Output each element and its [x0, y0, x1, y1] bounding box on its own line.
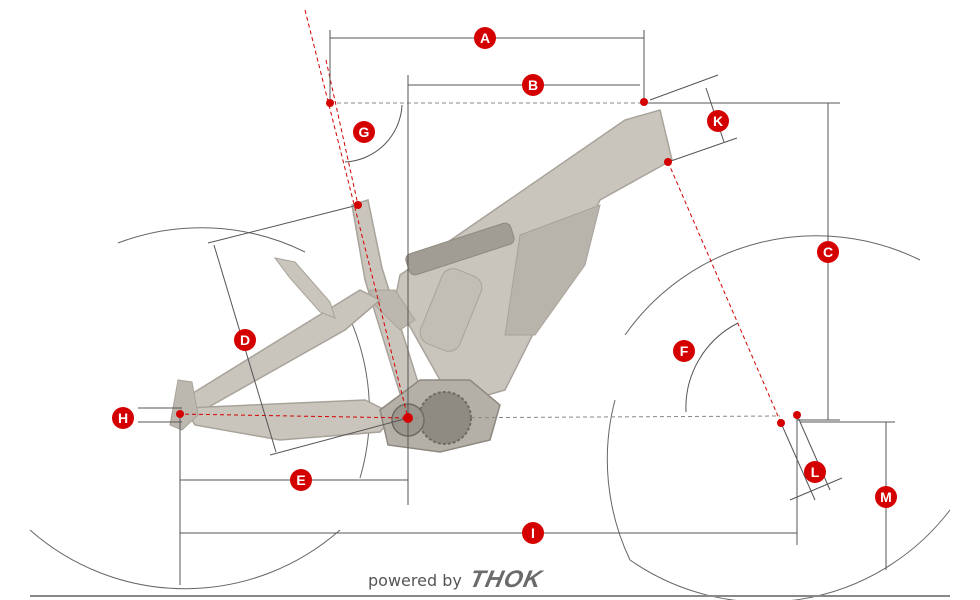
marker-k: K: [707, 110, 729, 132]
marker-g: G: [353, 121, 375, 143]
point-bottom-bracket: [403, 413, 413, 423]
reference-points: [176, 98, 801, 427]
marker-d: D: [234, 329, 256, 351]
powered-by-text: powered by: [368, 570, 462, 590]
svg-text:H: H: [118, 410, 128, 426]
chain-stay: [183, 399, 397, 441]
rear-fender-strut: [273, 257, 336, 319]
svg-text:L: L: [811, 464, 820, 480]
seat-angle-line: [304, 9, 409, 419]
water-bottle: [419, 268, 483, 352]
point-head-top: [640, 98, 648, 106]
seat-angle-line-2: [325, 59, 359, 206]
bike-frame: [169, 109, 673, 453]
dim-d-ext-bottom: [269, 417, 409, 456]
dim-d-ext-top: [207, 204, 359, 244]
bb-horizontal-line: [407, 415, 781, 419]
point-seat-top: [326, 99, 334, 107]
reference-lines: [330, 102, 781, 419]
dim-k-ext-top: [649, 74, 719, 101]
marker-e: E: [290, 469, 312, 491]
point-front-axle: [793, 411, 801, 419]
markers: A B C D E F G H: [112, 27, 897, 544]
point-rear-axle: [176, 410, 184, 418]
rear-dropout: [169, 379, 199, 431]
marker-b: B: [522, 74, 544, 96]
svg-text:A: A: [480, 30, 490, 46]
point-seat-clamp: [354, 201, 362, 209]
construction-lines: [177, 9, 782, 424]
marker-c: C: [817, 241, 839, 263]
dim-f-arc: [685, 322, 739, 413]
footer-branding: powered by THOK: [368, 566, 545, 594]
fork-line: [667, 161, 782, 424]
dim-l-ext-1: [780, 422, 816, 501]
marker-h: H: [112, 407, 134, 429]
dim-l-line: [789, 477, 843, 501]
dim-k-ext-bottom: [667, 137, 738, 163]
chainstay-line: [177, 413, 409, 419]
svg-text:I: I: [531, 525, 535, 541]
marker-i: I: [522, 522, 544, 544]
svg-text:B: B: [528, 77, 538, 93]
svg-text:G: G: [359, 124, 370, 140]
front-wheel-outline: [606, 235, 951, 600]
svg-text:M: M: [880, 489, 892, 505]
svg-text:D: D: [240, 332, 250, 348]
point-head-bottom: [664, 158, 672, 166]
point-fork-axis: [777, 419, 785, 427]
svg-text:F: F: [680, 343, 689, 359]
rear-wheel-outline: [29, 227, 370, 590]
marker-m: M: [875, 486, 897, 508]
marker-a: A: [474, 27, 496, 49]
battery-housing: [504, 204, 601, 336]
svg-text:C: C: [823, 244, 833, 260]
seat-stay: [183, 289, 382, 413]
marker-f: F: [673, 340, 695, 362]
thok-logo: THOK: [467, 566, 545, 593]
marker-l: L: [804, 461, 826, 483]
svg-text:E: E: [296, 472, 305, 488]
svg-text:K: K: [713, 113, 723, 129]
dim-g-arc: [344, 104, 403, 163]
